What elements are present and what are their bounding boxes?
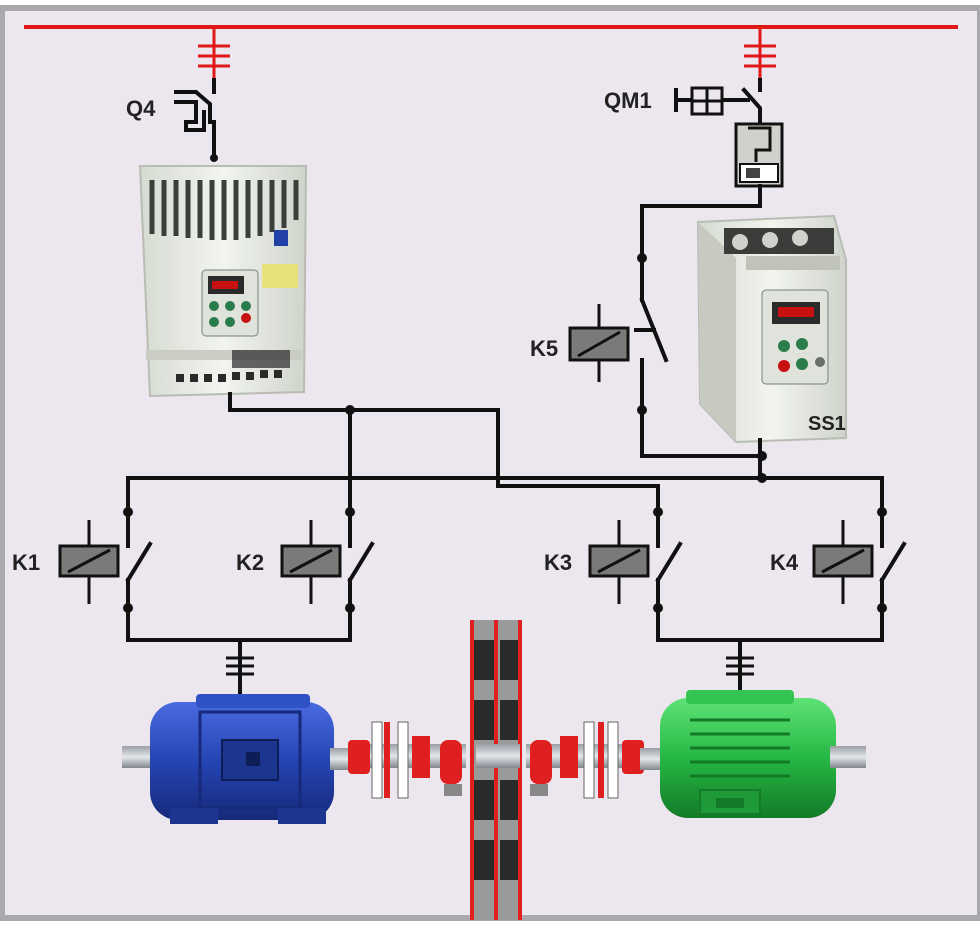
three-phase-mark-right (744, 44, 776, 68)
ss1-label: SS1 (808, 413, 846, 435)
inverter-drive-icon (138, 165, 308, 398)
k3-label: K3 (544, 550, 572, 575)
electric-motor-icon-left (122, 694, 358, 824)
k2-contactor (280, 507, 375, 613)
qm1-label: QM1 (604, 88, 652, 113)
electric-motor-icon-right (640, 690, 866, 818)
circuit-breaker-icon (174, 78, 218, 162)
k2-label: K2 (236, 550, 264, 575)
main-busbar (24, 25, 958, 80)
k5-label: K5 (530, 336, 558, 361)
q4-label: Q4 (126, 96, 156, 121)
k4-contactor (812, 507, 907, 613)
motor-protection-breaker-icon (674, 78, 784, 208)
bypass-wiring (634, 204, 764, 458)
disc-brake-icon (470, 620, 522, 920)
k4-label: K4 (770, 550, 799, 575)
k1-contactor (58, 507, 153, 613)
shaft-coupling-left (348, 721, 466, 799)
k1-label: K1 (12, 550, 40, 575)
shaft-coupling-right (526, 721, 644, 799)
three-phase-mark-left (198, 44, 230, 68)
contactor-coil-icon (568, 304, 630, 382)
soft-starter-icon (696, 214, 847, 444)
